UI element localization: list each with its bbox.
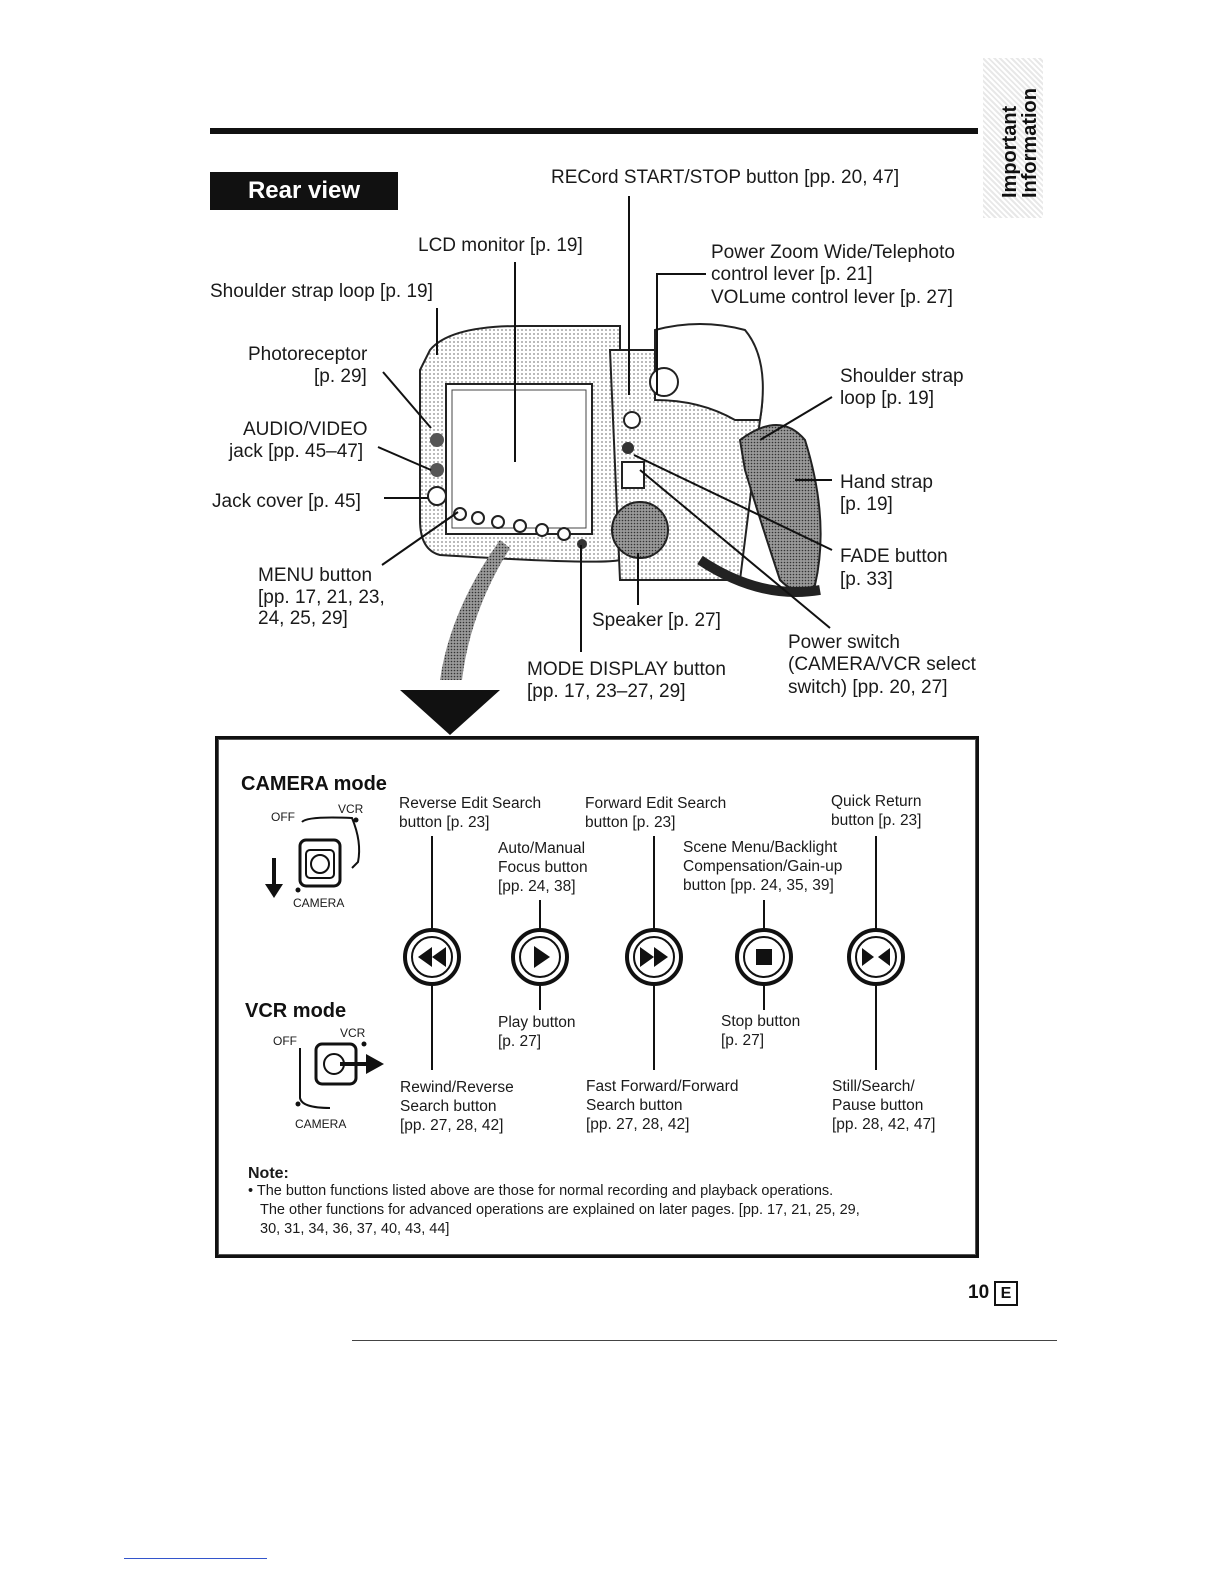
record-button-label: RECord START/STOP button [pp. 20, 47] — [551, 167, 900, 188]
note-title: Note: — [248, 1165, 289, 1182]
page-number: 10 — [968, 1282, 990, 1303]
play-label-1: Play button — [498, 1014, 576, 1031]
auto-focus-label-1: Auto/Manual — [498, 840, 586, 857]
power-switch-label-1: Power switch — [788, 632, 900, 653]
av-jack-label-1: AUDIO/VIDEO — [243, 419, 368, 440]
reverse-edit-label-1: Reverse Edit Search — [399, 795, 542, 812]
mode-display-label-1: MODE DISPLAY button — [527, 659, 726, 680]
scene-menu-label-1: Scene Menu/Backlight — [683, 839, 838, 856]
scene-menu-label-2: Compensation/Gain-up — [683, 858, 843, 875]
menu-button-label-2: [pp. 17, 21, 23, — [258, 587, 385, 608]
control-buttons-row — [403, 836, 905, 1070]
mode-display-label-2: [pp. 17, 23–27, 29] — [527, 681, 686, 702]
bottom-rule — [352, 1340, 1057, 1341]
menu-button-label-1: MENU button — [258, 565, 373, 586]
photoreceptor-label-1: Photoreceptor — [248, 344, 368, 365]
power-switch-label-3: switch) [pp. 20, 27] — [788, 677, 948, 698]
speaker-label: Speaker [p. 27] — [592, 610, 721, 631]
side-tab — [983, 58, 1043, 218]
av-jack-label-2: jack [pp. 45–47] — [229, 441, 364, 462]
power-zoom-label-1: Power Zoom Wide/Telephoto — [711, 242, 955, 263]
vcr-vcr-label: VCR — [340, 1026, 366, 1040]
power-zoom-label-2: control lever [p. 21] — [711, 264, 873, 285]
fade-button-label-2: [p. 33] — [840, 569, 893, 590]
footer-link-rule — [124, 1558, 267, 1559]
still-label-3: [pp. 28, 42, 47] — [832, 1116, 936, 1133]
hand-strap-label-1: Hand strap — [840, 472, 933, 493]
shoulder-strap-right-label-1: Shoulder strap — [840, 366, 964, 387]
language-mark: E — [994, 1281, 1018, 1306]
vcr-camera-label: CAMERA — [295, 1117, 347, 1131]
still-pause-button-icon — [847, 928, 905, 986]
camera-mode-switch-icon — [265, 816, 361, 898]
vcr-mode-switch-icon — [295, 1041, 384, 1109]
button-functions-panel — [215, 736, 979, 1258]
reverse-edit-label-2: button [p. 23] — [399, 814, 490, 831]
rewind-button-icon — [403, 928, 461, 986]
fast-forward-label-3: [pp. 27, 28, 42] — [586, 1116, 690, 1133]
note-line-2: The other functions for advanced operati… — [260, 1202, 860, 1218]
fade-button-label-1: FADE button — [840, 546, 948, 567]
quick-return-label-2: button [p. 23] — [831, 812, 922, 829]
power-switch-label-2: (CAMERA/VCR select — [788, 654, 976, 675]
auto-focus-label-2: Focus button — [498, 859, 588, 876]
auto-focus-label-3: [pp. 24, 38] — [498, 878, 576, 895]
stop-label-1: Stop button — [721, 1013, 801, 1030]
photoreceptor-label-2: [p. 29] — [314, 366, 367, 387]
note-line-1: • The button functions listed above are … — [248, 1183, 834, 1199]
scene-menu-label-3: button [pp. 24, 35, 39] — [683, 877, 834, 894]
down-arrow — [400, 540, 510, 735]
forward-edit-label-2: button [p. 23] — [585, 814, 676, 831]
volume-label: VOLume control lever [p. 27] — [711, 287, 953, 308]
camera-mode-title: CAMERA mode — [241, 773, 387, 795]
quick-return-label-1: Quick Return — [831, 793, 922, 810]
camera-off-label: OFF — [271, 810, 295, 824]
fast-forward-label-2: Search button — [586, 1097, 683, 1114]
shoulder-strap-right-label-2: loop [p. 19] — [840, 388, 935, 409]
top-rule — [210, 128, 978, 134]
stop-label-2: [p. 27] — [721, 1032, 765, 1049]
play-label-2: [p. 27] — [498, 1033, 542, 1050]
rewind-label-3: [pp. 27, 28, 42] — [400, 1117, 504, 1134]
still-label-2: Pause button — [832, 1097, 924, 1114]
menu-button-label-3: 24, 25, 29] — [258, 608, 348, 629]
rewind-label-1: Rewind/Reverse — [400, 1079, 514, 1096]
jack-cover-label: Jack cover [p. 45] — [212, 491, 361, 512]
still-label-1: Still/Search/ — [832, 1078, 915, 1095]
rewind-label-2: Search button — [400, 1098, 497, 1115]
hand-strap-label-2: [p. 19] — [840, 494, 893, 515]
fast-forward-label-1: Fast Forward/Forward — [586, 1078, 739, 1095]
lcd-monitor-label: LCD monitor [p. 19] — [418, 235, 583, 256]
stop-button-icon — [735, 928, 793, 986]
camcorder-illustration — [377, 196, 833, 735]
shoulder-strap-left-label: Shoulder strap loop [p. 19] — [210, 281, 433, 302]
vcr-mode-title: VCR mode — [245, 1000, 347, 1022]
camera-vcr-label: VCR — [338, 802, 364, 816]
section-title: Rear view — [210, 172, 398, 210]
forward-edit-label-1: Forward Edit Search — [585, 795, 727, 812]
note-line-3: 30, 31, 34, 36, 37, 40, 43, 44] — [260, 1221, 450, 1237]
vcr-off-label: OFF — [273, 1034, 297, 1048]
camera-body — [419, 323, 822, 597]
play-button-icon — [511, 928, 569, 986]
camera-camera-label: CAMERA — [293, 896, 345, 910]
fast-forward-button-icon — [625, 928, 683, 986]
